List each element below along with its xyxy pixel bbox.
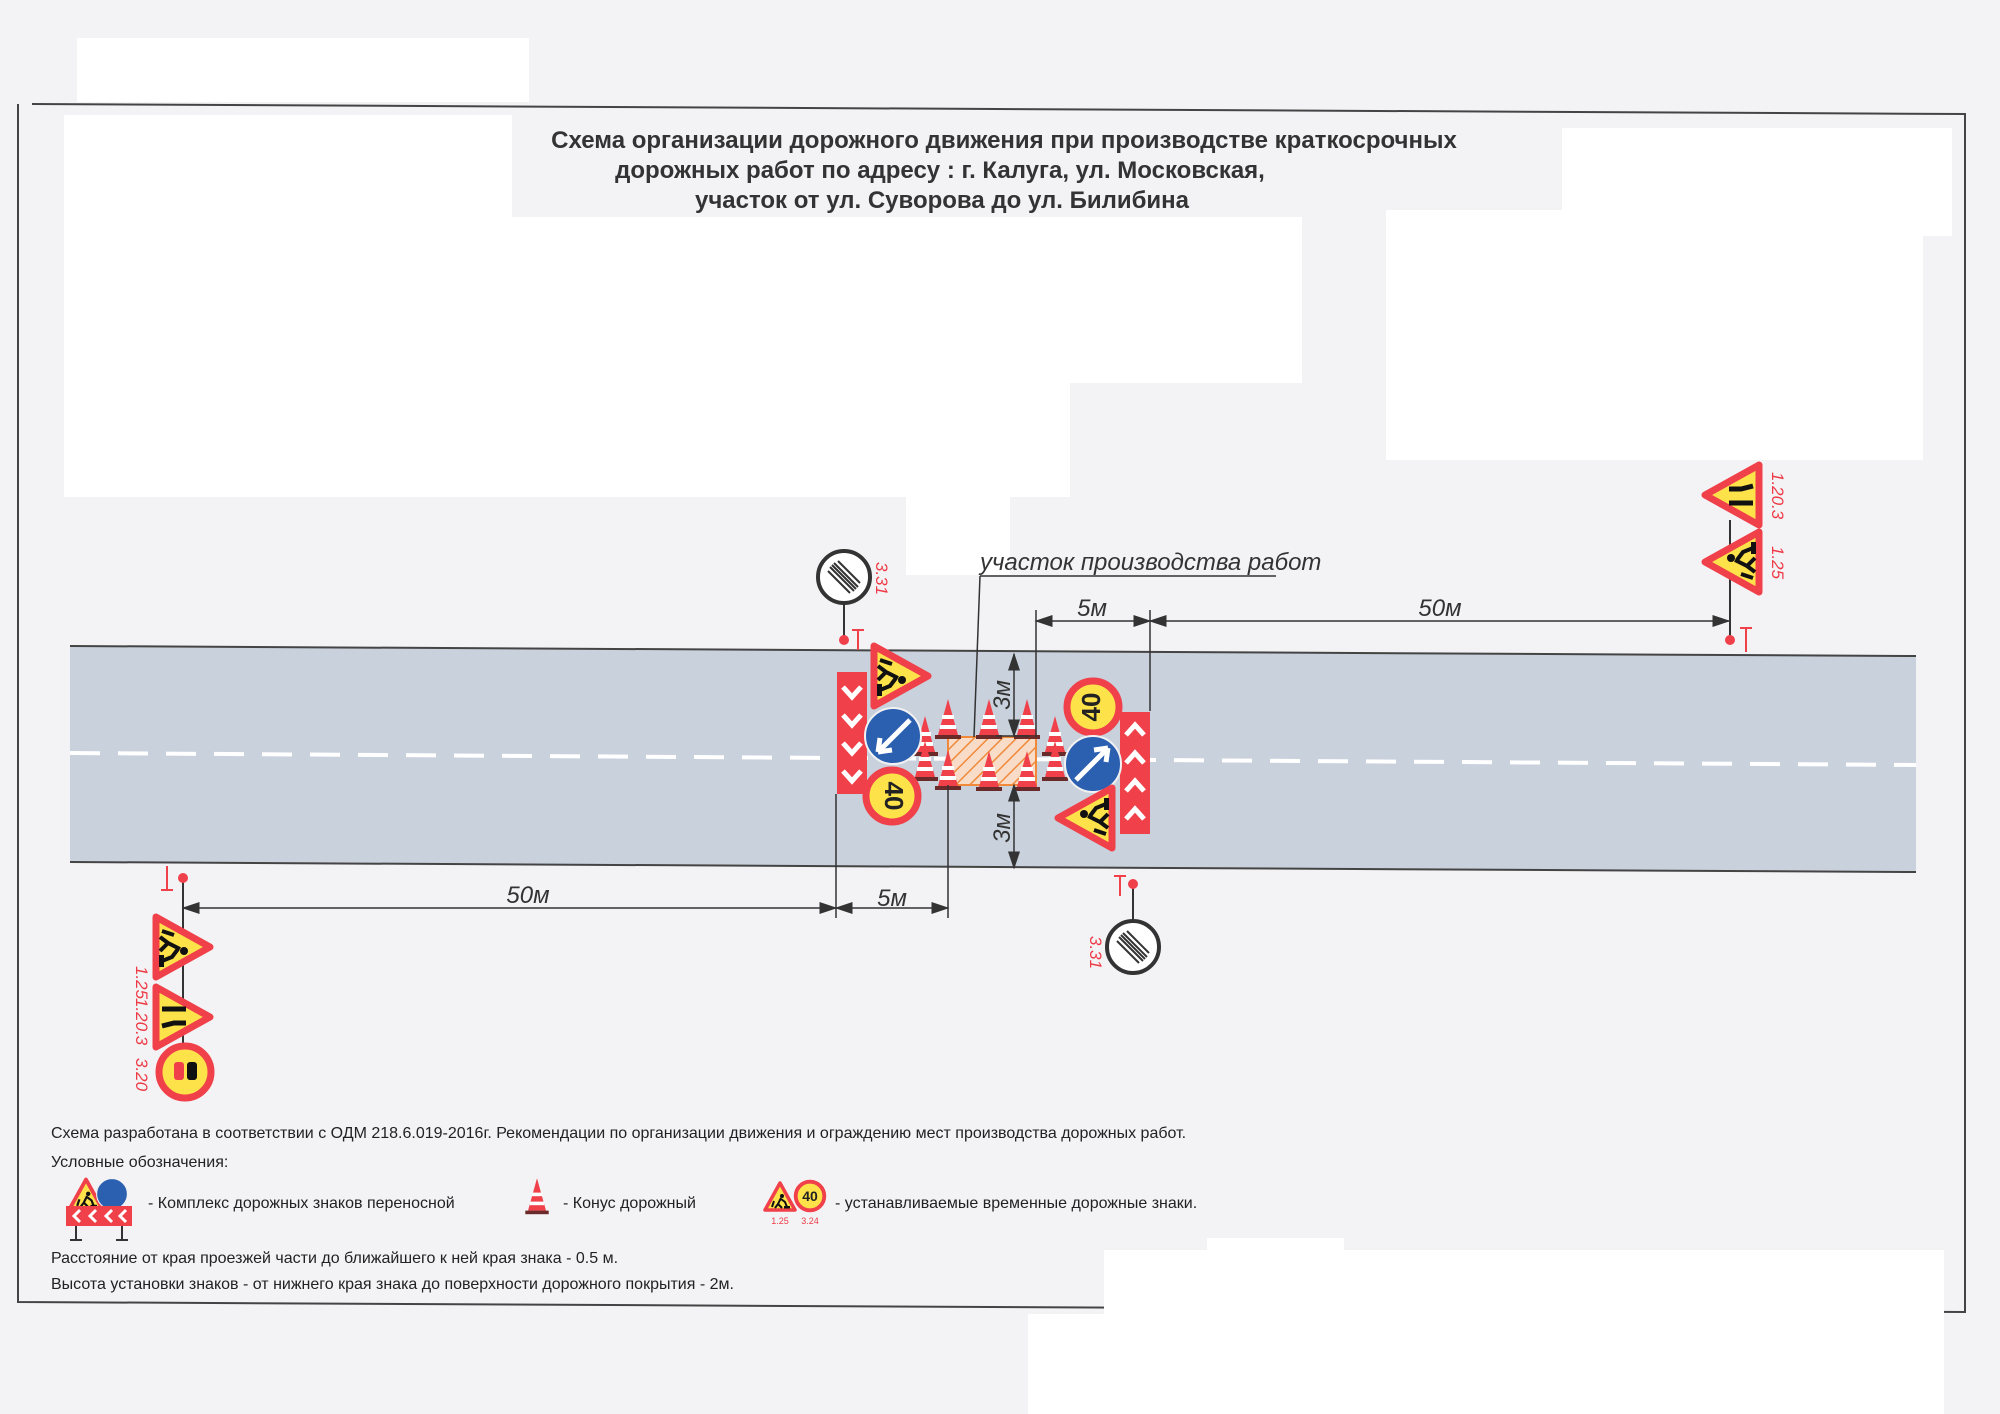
- road-narrowing-sign-icon: [1705, 465, 1759, 525]
- height-note: Высота установки знаков - от нижнего кра…: [51, 1276, 734, 1293]
- end-restrictions-sign-left: 3.31: [816, 549, 891, 650]
- svg-text:1.20.3: 1.20.3: [1768, 472, 1787, 520]
- legend-item-portable-complex: - Комплекс дорожных знаков переносной: [66, 1177, 455, 1241]
- distance-note: Расстояние от края проезжей части до бли…: [51, 1250, 618, 1267]
- end-restrictions-sign-right: 3.31: [1086, 875, 1161, 975]
- svg-text:- Конус дорожный: - Конус дорожный: [563, 1195, 696, 1212]
- svg-text:1.20.3: 1.20.3: [132, 998, 151, 1046]
- svg-text:40: 40: [1076, 693, 1106, 722]
- dim-bottom-long: 50м: [506, 882, 549, 909]
- svg-text:1.25: 1.25: [771, 1216, 789, 1226]
- portable-sign-complex-left: 40: [837, 646, 928, 822]
- dim-top-short: 5м: [1077, 595, 1107, 622]
- dim-lateral-bottom: 3м: [989, 813, 1016, 843]
- no-overtaking-sign-icon: [159, 1046, 211, 1098]
- chevron-board-icon: [837, 672, 867, 794]
- legend-item-cone: - Конус дорожный: [525, 1178, 696, 1215]
- dim-lateral-top: 3м: [989, 680, 1016, 710]
- scheme-title: Схема организации дорожного движения при…: [551, 127, 1457, 214]
- svg-text:- устанавливаемые временные до: - устанавливаемые временные дорожные зна…: [835, 1195, 1197, 1212]
- title-line-1: Схема организации дорожного движения при…: [551, 127, 1457, 154]
- legend-item-temporary-signs: 40 1.25 3.24 - устанавливаемые временные…: [763, 1179, 1197, 1226]
- work-zone-label: участок производства работ: [973, 549, 1321, 738]
- redacted-areas: [64, 38, 1952, 1414]
- drawing-frame: [17, 103, 1966, 1314]
- traffic-cone-icon: [525, 1178, 549, 1215]
- end-of-restrictions-sign-icon: [1105, 919, 1161, 975]
- roadworks-sign-icon: [1705, 532, 1759, 592]
- svg-text:3.31: 3.31: [872, 562, 891, 595]
- svg-text:участок производства работ: участок производства работ: [978, 549, 1321, 576]
- portable-sign-complex-icon: [66, 1177, 132, 1241]
- svg-text:40: 40: [879, 782, 909, 811]
- portable-sign-complex-right: 40: [1058, 681, 1150, 848]
- dimension-lines: [181, 610, 1731, 918]
- svg-text:1.25: 1.25: [132, 966, 151, 1000]
- svg-text:3.31: 3.31: [1086, 936, 1105, 969]
- end-of-restrictions-sign-icon: [816, 549, 872, 605]
- far-left-sign-post: 1.25 1.20.3 3.20: [132, 866, 211, 1098]
- temporary-signs-icon: 40 1.25 3.24: [763, 1179, 827, 1226]
- svg-text:3.24: 3.24: [801, 1216, 819, 1226]
- title-line-3: участок от ул. Суворова до ул. Билибина: [695, 187, 1190, 214]
- standard-note: Схема разработана в соответствии с ОДМ 2…: [51, 1125, 1186, 1142]
- title-line-2: дорожных работ по адресу : г. Калуга, ул…: [615, 157, 1265, 184]
- svg-text:3.20: 3.20: [132, 1058, 151, 1092]
- chevron-board-icon: [1120, 712, 1150, 834]
- svg-text:1.25: 1.25: [1768, 546, 1787, 580]
- svg-text:40: 40: [802, 1188, 818, 1204]
- legend-title: Условные обозначения:: [51, 1154, 228, 1171]
- dim-top-long: 50м: [1418, 595, 1461, 622]
- dim-bottom-short: 5м: [877, 885, 907, 912]
- far-right-sign-post: 1.20.3 1.25: [1705, 465, 1787, 652]
- svg-text:- Комплекс дорожных знаков пер: - Комплекс дорожных знаков переносной: [148, 1195, 455, 1212]
